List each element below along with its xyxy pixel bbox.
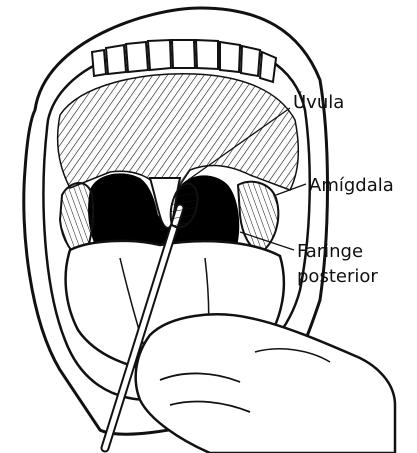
- label-uvula: Úvula: [293, 91, 344, 114]
- label-faringe-line2: posterior: [297, 265, 378, 288]
- hand: [136, 314, 395, 453]
- label-faringe-line1: Faringe: [297, 240, 363, 263]
- label-amigdala: Amígdala: [309, 174, 394, 197]
